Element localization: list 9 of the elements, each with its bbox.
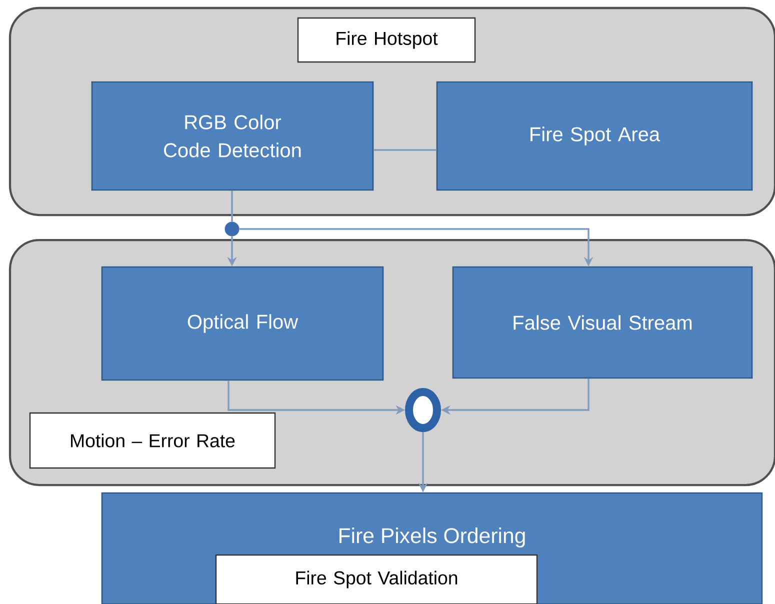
- label-box: Fire Spot Validation: [215, 554, 538, 604]
- title-box: Fire Hotspot: [297, 17, 476, 63]
- merge-ring: [405, 388, 441, 432]
- label-box: Motion – Error Rate: [29, 412, 276, 469]
- process-box: Fire Spot Area: [436, 81, 753, 191]
- process-box: False Visual Stream: [452, 266, 753, 379]
- junction-dot: [224, 222, 240, 236]
- process-box: RGB Color Code Detection: [91, 81, 374, 191]
- process-box: Optical Flow: [101, 266, 384, 381]
